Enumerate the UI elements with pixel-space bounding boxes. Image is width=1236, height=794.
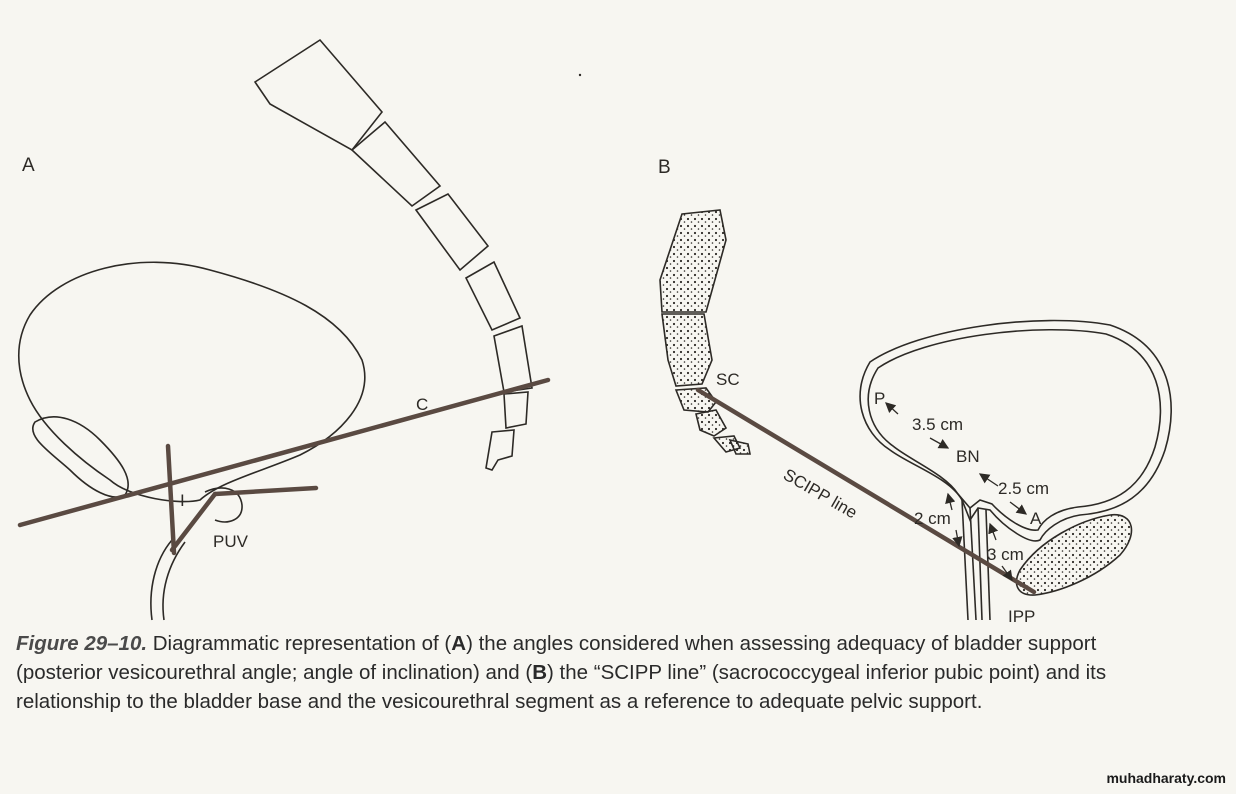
label-3cm: 3 cm — [987, 545, 1024, 564]
arrow-2cm-up — [945, 492, 956, 511]
urethra-b — [961, 499, 991, 621]
bladder-neck — [204, 487, 243, 523]
label-i: I — [180, 491, 185, 510]
pubic-bone-b — [1015, 514, 1133, 596]
label-ipp: IPP — [1008, 607, 1035, 625]
sacrum-vertebrae-b — [659, 209, 751, 455]
label-scipp-line: SCIPP line — [780, 465, 860, 522]
vertical-reference-line — [165, 443, 177, 556]
figure-caption: Figure 29–10. Diagrammatic representatio… — [16, 629, 1186, 716]
label-2-5cm: 2.5 cm — [998, 479, 1049, 498]
arrow-3cm-up — [988, 522, 999, 541]
urethral-axis-line — [169, 491, 218, 553]
label-p: P — [874, 389, 885, 408]
label-c: C — [416, 395, 428, 414]
label-3-5cm: 3.5 cm — [912, 415, 963, 434]
label-sc: SC — [716, 370, 740, 389]
arrow-to-bn-2 — [978, 473, 999, 487]
arrow-to-a — [1009, 501, 1028, 515]
bladder-base-line — [212, 485, 319, 497]
figure-diagram: A C I PUV — [17, 38, 1172, 625]
caption-text-3: ) the “SCIPP line” (sacrococcygeal infer… — [16, 661, 1107, 713]
figure-number: Figure 29–10. — [16, 632, 148, 655]
label-2cm: 2 cm — [914, 509, 951, 528]
arrow-to-p — [885, 402, 899, 415]
bladder-outer-wall — [859, 319, 1172, 542]
caption-ref-b: B — [532, 661, 548, 684]
bladder-inner-wall — [867, 328, 1162, 531]
pubic-bone — [32, 416, 129, 498]
arrow-2cm-down — [952, 529, 963, 548]
bladder-outline — [17, 261, 366, 503]
urethra — [150, 539, 186, 621]
label-bn: BN — [956, 447, 980, 466]
caption-ref-a: A — [451, 632, 467, 655]
panel-a: A C I PUV — [17, 38, 551, 621]
panel-b-label: B — [658, 157, 671, 178]
label-a: A — [1030, 509, 1042, 528]
arrow-to-bn — [929, 437, 950, 449]
sacrum-vertebrae — [253, 38, 533, 471]
panel-a-label: A — [22, 155, 35, 176]
line-c — [17, 377, 551, 528]
speck — [578, 73, 582, 77]
caption-text-1: Diagrammatic representation of ( — [152, 632, 452, 655]
measurement-arrows — [885, 402, 1028, 582]
watermark: muhadharaty.com — [1106, 770, 1226, 786]
label-puv: PUV — [213, 532, 249, 551]
arrow-3cm-down — [1001, 565, 1013, 582]
caption-text-2: ) the angles considered when assessing a… — [16, 632, 1097, 684]
panel-b: B — [658, 157, 1172, 625]
scipp-line — [695, 387, 1037, 595]
